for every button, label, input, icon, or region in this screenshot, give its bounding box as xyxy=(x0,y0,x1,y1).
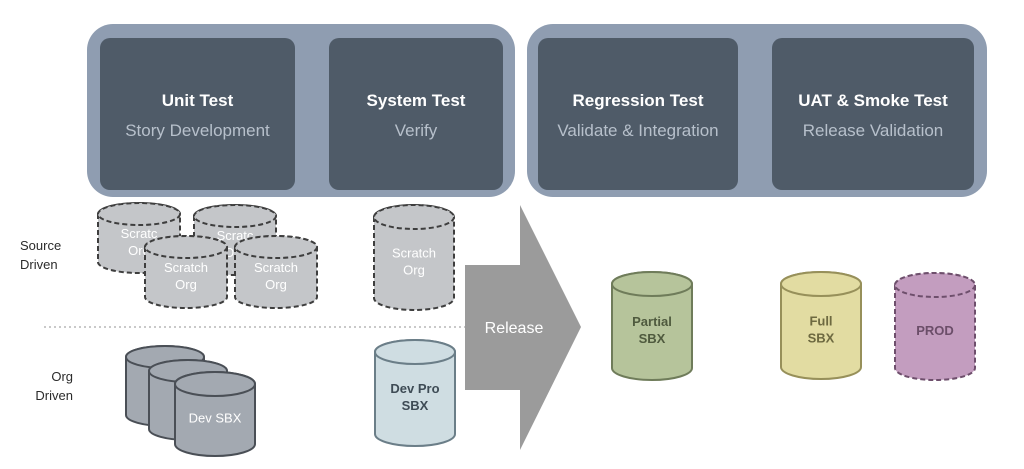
cylinder-top xyxy=(97,202,181,226)
prod-cylinder: PROD xyxy=(894,272,976,381)
cylinder-layer: ScratcOrgScratcOrgScratchOrgScratchOrgSc… xyxy=(97,202,976,457)
cylinder-top xyxy=(174,371,256,397)
cylinder-label: Org xyxy=(403,263,425,278)
cylinder-label: Scratc xyxy=(121,226,158,241)
row-label-line: Driven xyxy=(20,257,58,272)
stage-title: Regression Test xyxy=(572,91,704,110)
cylinder-label: Scratch xyxy=(392,246,436,261)
cylinder-top xyxy=(373,204,455,230)
cylinder-top xyxy=(144,235,228,259)
cylinder-label: Full xyxy=(809,314,832,329)
release-label: Release xyxy=(485,320,544,337)
cylinder-label: SBX xyxy=(808,331,835,346)
cylinder-label: SBX xyxy=(639,331,666,346)
row-label-source-driven: Source Driven xyxy=(20,236,61,274)
stage-title: Unit Test xyxy=(161,91,234,110)
cylinder-label: Org xyxy=(265,277,287,292)
cylinder-top xyxy=(894,272,976,298)
cylinder-label: Partial xyxy=(632,314,672,329)
stage-subtitle: Verify xyxy=(394,121,438,140)
release-arrow xyxy=(465,205,581,450)
cylinder-body xyxy=(894,272,976,381)
cylinder-top xyxy=(611,271,693,297)
row-label-line: Org xyxy=(51,369,73,384)
stage-subtitle: Release Validation xyxy=(802,121,944,140)
cylinder-top xyxy=(193,204,277,228)
cylinder-label: Org xyxy=(175,277,197,292)
cylinder-label: Dev Pro xyxy=(390,381,439,396)
cylinder-label: PROD xyxy=(916,323,954,338)
row-label-line: Driven xyxy=(35,388,73,403)
cylinder-label: Scratch xyxy=(164,260,208,275)
row-label-line: Source xyxy=(20,238,62,253)
stage-uat-smoke-test: UAT & Smoke Test Release Validation xyxy=(772,38,974,190)
stage-regression-test: Regression Test Validate & Integration xyxy=(538,38,738,190)
stage-title: System Test xyxy=(366,91,466,110)
cylinder-top xyxy=(374,339,456,365)
stage-system-test: System Test Verify xyxy=(329,38,503,190)
stage-subtitle: Story Development xyxy=(125,121,270,140)
cylinder-label: Dev SBX xyxy=(189,411,242,426)
stage-unit-test: Unit Test Story Development xyxy=(100,38,295,190)
row-label-org-driven: Org Driven xyxy=(33,367,73,405)
cylinder-label: SBX xyxy=(402,398,429,413)
stage-title: UAT & Smoke Test xyxy=(798,91,948,110)
cylinder-top xyxy=(780,271,862,297)
cylinder-top xyxy=(234,235,318,259)
stage-subtitle: Validate & Integration xyxy=(557,121,719,140)
dev-sbx-cylinder: Dev SBX xyxy=(174,371,256,457)
cylinder-label: Scratch xyxy=(254,260,298,275)
